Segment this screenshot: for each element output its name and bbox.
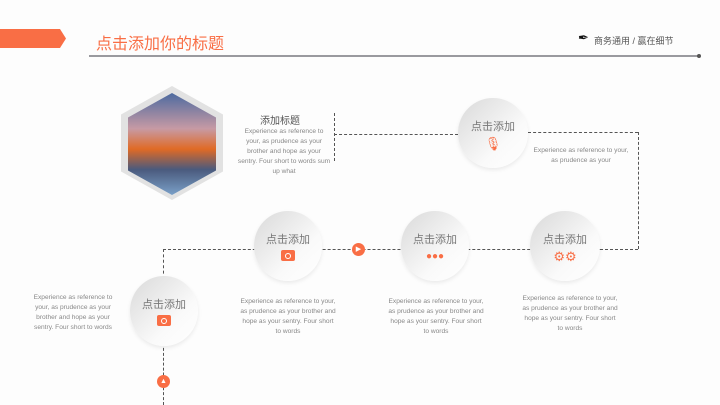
- node-camera[interactable]: 点击添加: [254, 211, 322, 281]
- node-text: Experience as reference to your, as prud…: [533, 147, 629, 164]
- node-label: 点击添加: [543, 234, 587, 246]
- triangle-up-icon: ▲: [157, 375, 170, 388]
- brand-text: 商务通用 / 赢在细节: [594, 36, 674, 46]
- node-people[interactable]: 点击添加 ●●●: [401, 211, 469, 281]
- node-gears[interactable]: 点击添加 ⚙⚙: [530, 211, 600, 281]
- play-icon: ▶: [352, 243, 365, 256]
- intro-title: 添加标题: [260, 116, 300, 127]
- header-tag: [0, 29, 66, 48]
- node-label: 点击添加: [142, 299, 186, 311]
- mountain-image: [128, 93, 216, 195]
- gears-icon: ⚙⚙: [553, 249, 577, 264]
- node-label: 点击添加: [266, 234, 310, 246]
- node-camera-2[interactable]: 点击添加: [130, 276, 198, 346]
- header-rule: [89, 55, 700, 57]
- node-label: 点击添加: [471, 121, 515, 133]
- node-microphone[interactable]: 点击添加 🎙︎: [458, 98, 528, 168]
- people-icon: ●●●: [425, 251, 445, 262]
- connector: [163, 249, 164, 279]
- connector: [638, 132, 639, 249]
- connector: [334, 113, 335, 161]
- camera-icon: [281, 250, 295, 261]
- intro-text: Experience as reference to your, as prud…: [237, 128, 331, 175]
- node-text: Experience as reference to your, as prud…: [33, 294, 113, 331]
- connector: [600, 249, 638, 250]
- rule-end-dot: [697, 54, 701, 58]
- feather-icon: ✒: [578, 30, 589, 45]
- connector: [334, 134, 458, 135]
- page-title: 点击添加你的标题: [96, 36, 225, 53]
- connector: [163, 343, 164, 405]
- microphone-icon: 🎙︎: [484, 136, 502, 151]
- node-text: Experience as reference to your, as prud…: [522, 295, 618, 332]
- connector: [528, 132, 638, 133]
- connector: [163, 249, 600, 250]
- node-label: 点击添加: [413, 234, 457, 246]
- node-text: Experience as reference to your, as prud…: [240, 298, 336, 335]
- node-text: Experience as reference to your, as prud…: [388, 298, 484, 335]
- camera-icon: [157, 315, 171, 326]
